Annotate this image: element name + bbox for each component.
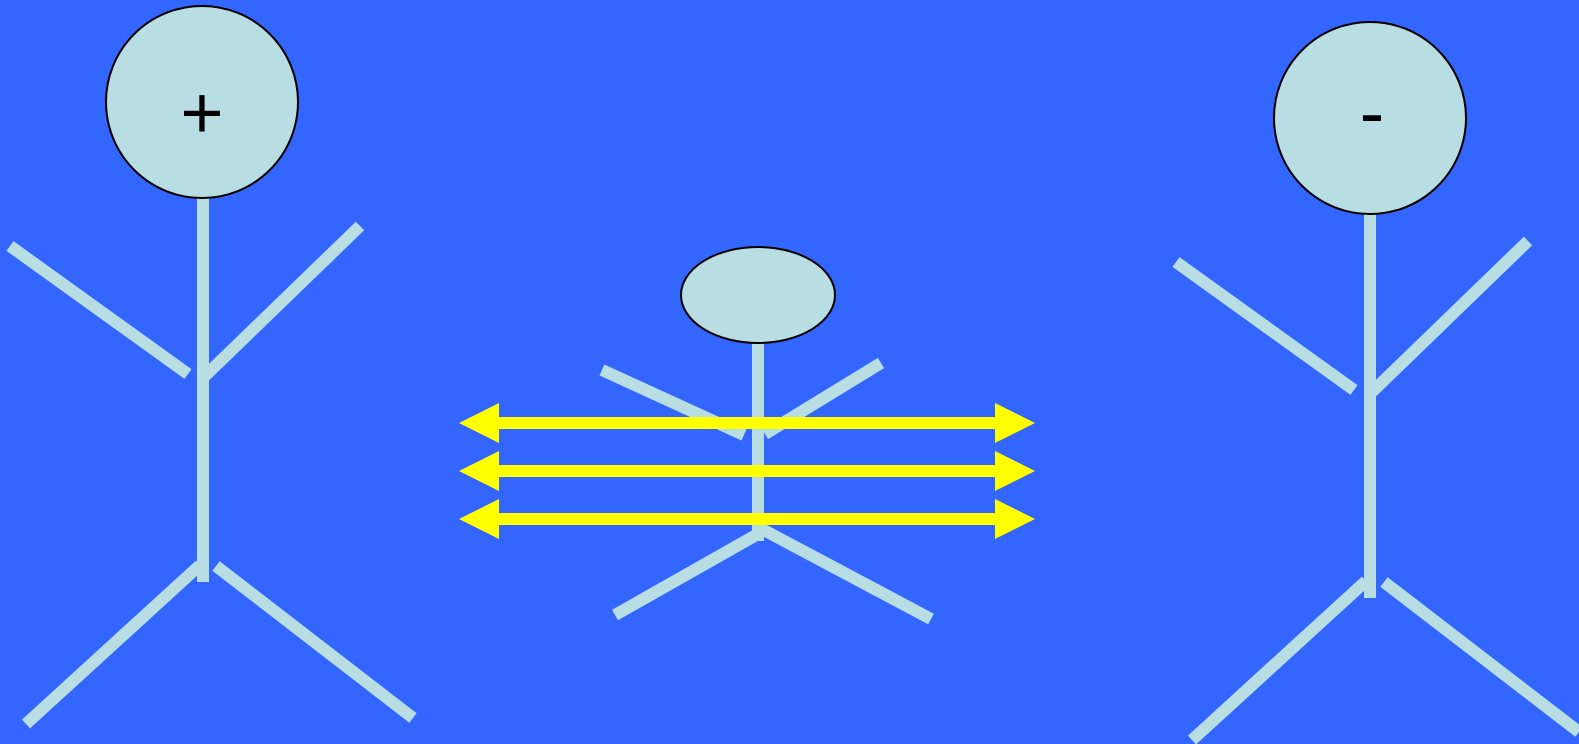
double-arrow-icon-middle — [459, 451, 1035, 491]
positive-charge-label: + — [180, 71, 223, 154]
double-arrow-icon-bottom — [459, 499, 1035, 539]
positive-figure-right-leg — [216, 566, 413, 718]
positive-figure-right-arm — [205, 226, 360, 376]
negative-stick-figure: - — [1176, 22, 1579, 740]
neutral-figure-head — [681, 247, 835, 343]
neutral-stick-figure — [602, 247, 931, 619]
double-arrow-icon-top — [459, 403, 1035, 443]
negative-figure-right-leg — [1384, 582, 1579, 732]
negative-figure-left-arm — [1176, 262, 1354, 390]
positive-figure-left-leg — [26, 565, 200, 724]
negative-figure-right-arm — [1372, 241, 1528, 392]
negative-figure-left-leg — [1192, 581, 1366, 740]
negative-charge-label: - — [1360, 71, 1385, 154]
neutral-figure-left-leg — [615, 534, 758, 615]
neutral-figure-right-leg — [758, 527, 931, 619]
positive-figure-left-arm — [10, 246, 188, 374]
positive-stick-figure: + — [10, 6, 413, 724]
